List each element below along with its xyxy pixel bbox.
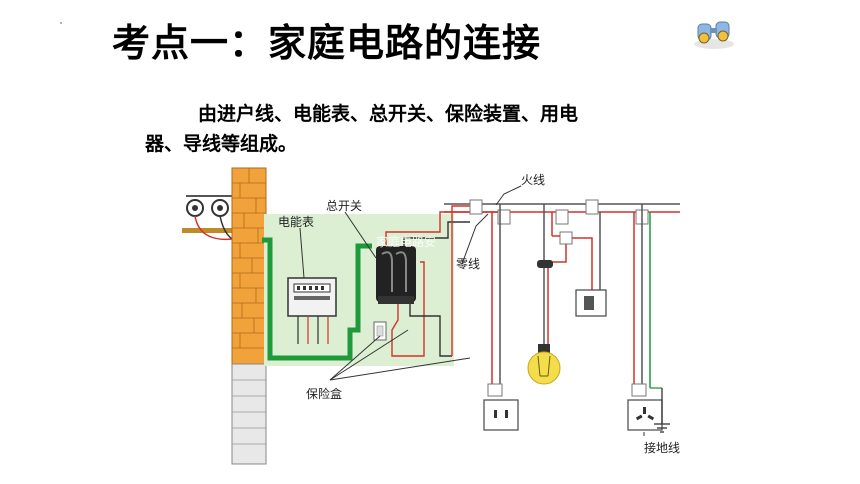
label-ground-wire: 接地线 [644,440,680,455]
label-fuse-box: 保险盒 [306,386,342,401]
label-neutral-wire: 零线 [456,257,480,271]
page-title: 考点一：家庭电路的连接 [112,21,542,65]
watermark-text: 家庭电路安 [376,234,436,249]
branch-drops [491,204,651,388]
socket-boxes [483,383,663,431]
main-switch [376,246,416,304]
body-text-line-2: 器、导线等组成。 [145,133,298,155]
label-live-wire: 火线 [521,173,545,187]
leader-lines [299,185,645,436]
incoming-cable [262,237,372,361]
junction-boxes [469,199,649,245]
body-text-line-1: 由进户线、电能表、总开关、保险装置、用电 [198,103,579,125]
wall-switch [575,289,607,317]
brick-wall [231,167,267,465]
label-main-switch: 总开关 [326,199,362,213]
light-bulb [527,260,561,385]
decor-dot [60,22,62,24]
fuse-box [373,321,387,341]
label-energy-meter: 电能表 [278,215,314,229]
binoculars-icon [694,21,734,49]
ground-symbol [650,387,670,433]
energy-meter [287,277,337,344]
